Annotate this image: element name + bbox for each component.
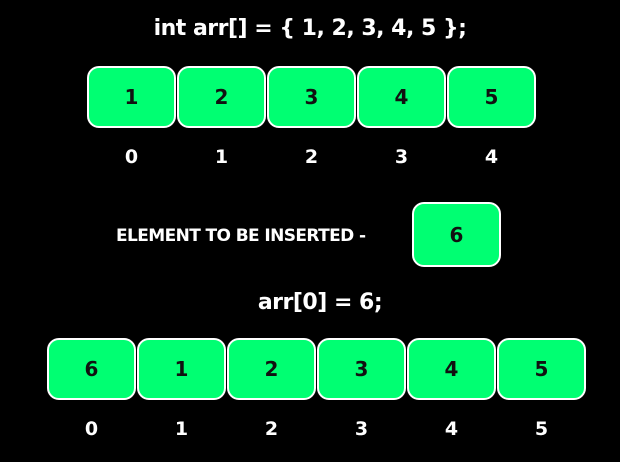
index-label: 1 (214, 146, 229, 168)
array-before-indices: 0 1 2 3 4 (87, 146, 536, 168)
array-cell: 5 (497, 338, 586, 400)
array-cell: 2 (227, 338, 316, 400)
assignment-title: arr[0] = 6; (257, 290, 383, 315)
index-label: 5 (534, 418, 549, 440)
array-cell: 4 (407, 338, 496, 400)
index-label: 0 (124, 146, 139, 168)
index-label: 3 (354, 418, 369, 440)
index-label: 2 (264, 418, 279, 440)
index-label: 2 (304, 146, 319, 168)
array-after: 6 1 2 3 4 5 (47, 338, 586, 400)
array-cell: 6 (47, 338, 136, 400)
array-cell: 4 (357, 66, 446, 128)
index-label: 1 (174, 418, 189, 440)
top-title: int arr[] = { 1, 2, 3, 4, 5 }; (153, 16, 467, 41)
array-cell: 1 (137, 338, 226, 400)
index-label: 0 (84, 418, 99, 440)
array-cell: 5 (447, 66, 536, 128)
array-cell: 3 (317, 338, 406, 400)
index-label: 4 (484, 146, 499, 168)
array-before: 1 2 3 4 5 (87, 66, 536, 128)
index-label: 4 (444, 418, 459, 440)
array-cell: 3 (267, 66, 356, 128)
insert-label: ELEMENT TO BE INSERTED - (116, 226, 366, 246)
array-cell: 2 (177, 66, 266, 128)
insert-element-cell: 6 (412, 202, 501, 267)
array-cell: 1 (87, 66, 176, 128)
array-after-indices: 0 1 2 3 4 5 (47, 418, 586, 440)
index-label: 3 (394, 146, 409, 168)
